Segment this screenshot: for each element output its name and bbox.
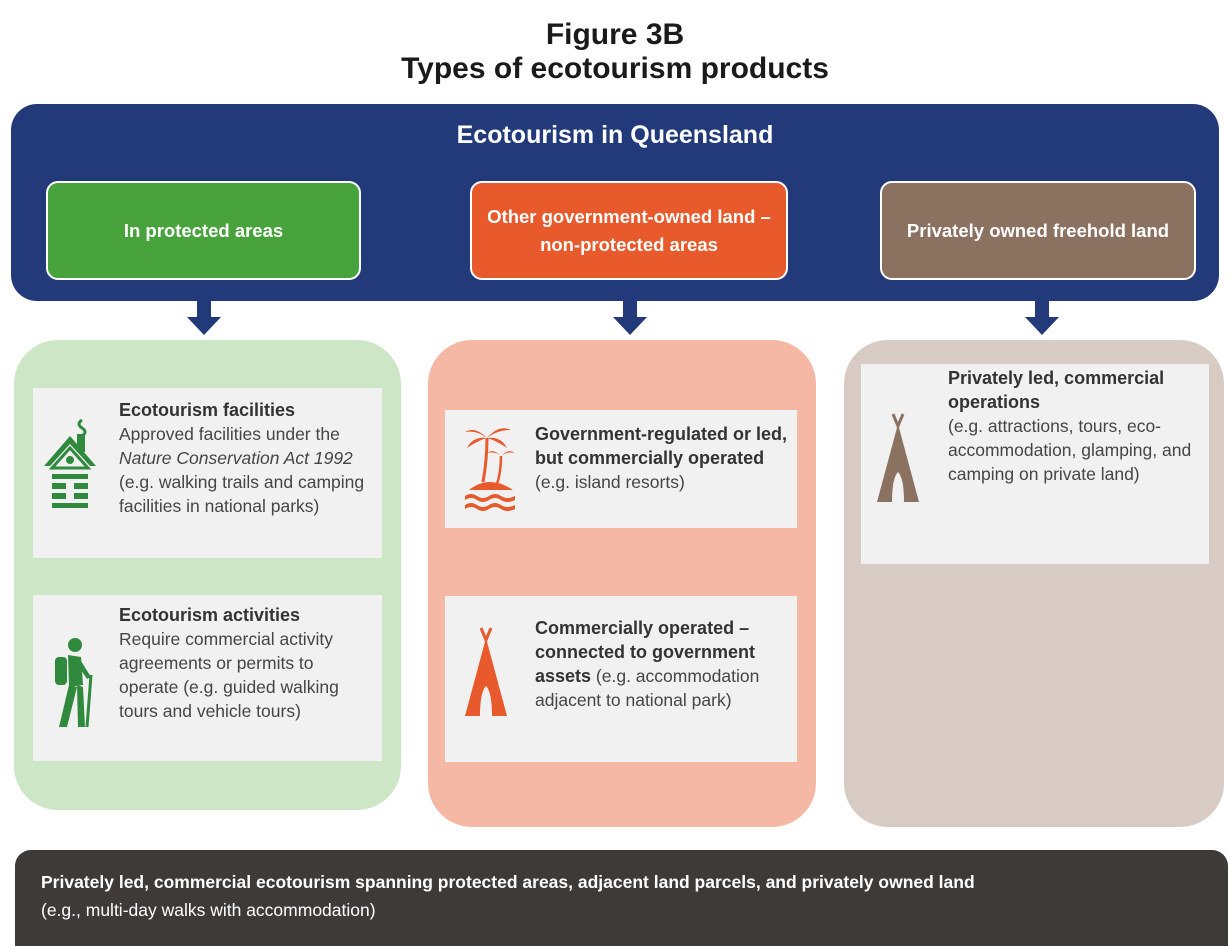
card-heading: Government-regulated or led, but commerc… [535,424,788,468]
down-arrow-icon [1025,301,1059,335]
figure-caption: Types of ecotourism products [401,52,829,85]
card-heading: Commercially operated – connected to gov… [535,618,756,686]
card-description: Require commercial activity agreements o… [119,629,339,721]
card-private-operations: Privately led, commercial operations (e.… [861,364,1209,564]
category-label: Other government-owned land – non-protec… [487,205,771,255]
category-label: In protected areas [123,219,284,241]
card-ecotourism-activities: Ecotourism activities Require commercial… [33,595,382,761]
down-arrow-icon [187,301,221,335]
cabin-icon [44,418,96,508]
down-arrow-icon [613,301,647,335]
card-description: (e.g. island resorts) [535,472,685,492]
card-heading: Ecotourism activities [119,605,301,625]
banner-title: Ecotourism in Queensland [456,121,774,149]
footer-band: Privately led, commercial ecotourism spa… [15,850,1228,946]
tent-icon [465,627,507,716]
card-description: (e.g. accommodation adjacent to national… [535,666,760,710]
card-description: (e.g. attractions, tours, eco-accommodat… [948,416,1192,484]
footer-heading: Privately led, commercial ecotourism spa… [41,872,975,892]
card-ecotourism-facilities: Ecotourism facilities Approved facilitie… [33,388,382,558]
footer-note: (e.g., multi-day walks with accommodatio… [41,900,376,920]
card-description: Approved facilities under the Nature Con… [119,424,365,516]
category-label: Privately owned freehold land [906,219,1170,241]
card-government-connected: Commercially operated – connected to gov… [445,596,797,762]
category-private-land: Privately owned freehold land [880,181,1196,280]
hiker-icon [55,638,93,728]
category-government-land: Other government-owned land – non-protec… [470,181,788,280]
island-icon [465,428,515,511]
card-heading: Ecotourism facilities [119,400,296,420]
tent-icon [877,413,919,502]
figure-label: Figure 3B [545,18,685,51]
card-government-regulated: Government-regulated or led, but commerc… [445,410,797,528]
category-protected-areas: In protected areas [46,181,361,280]
card-heading: Privately led, commercial operations [948,368,1165,412]
